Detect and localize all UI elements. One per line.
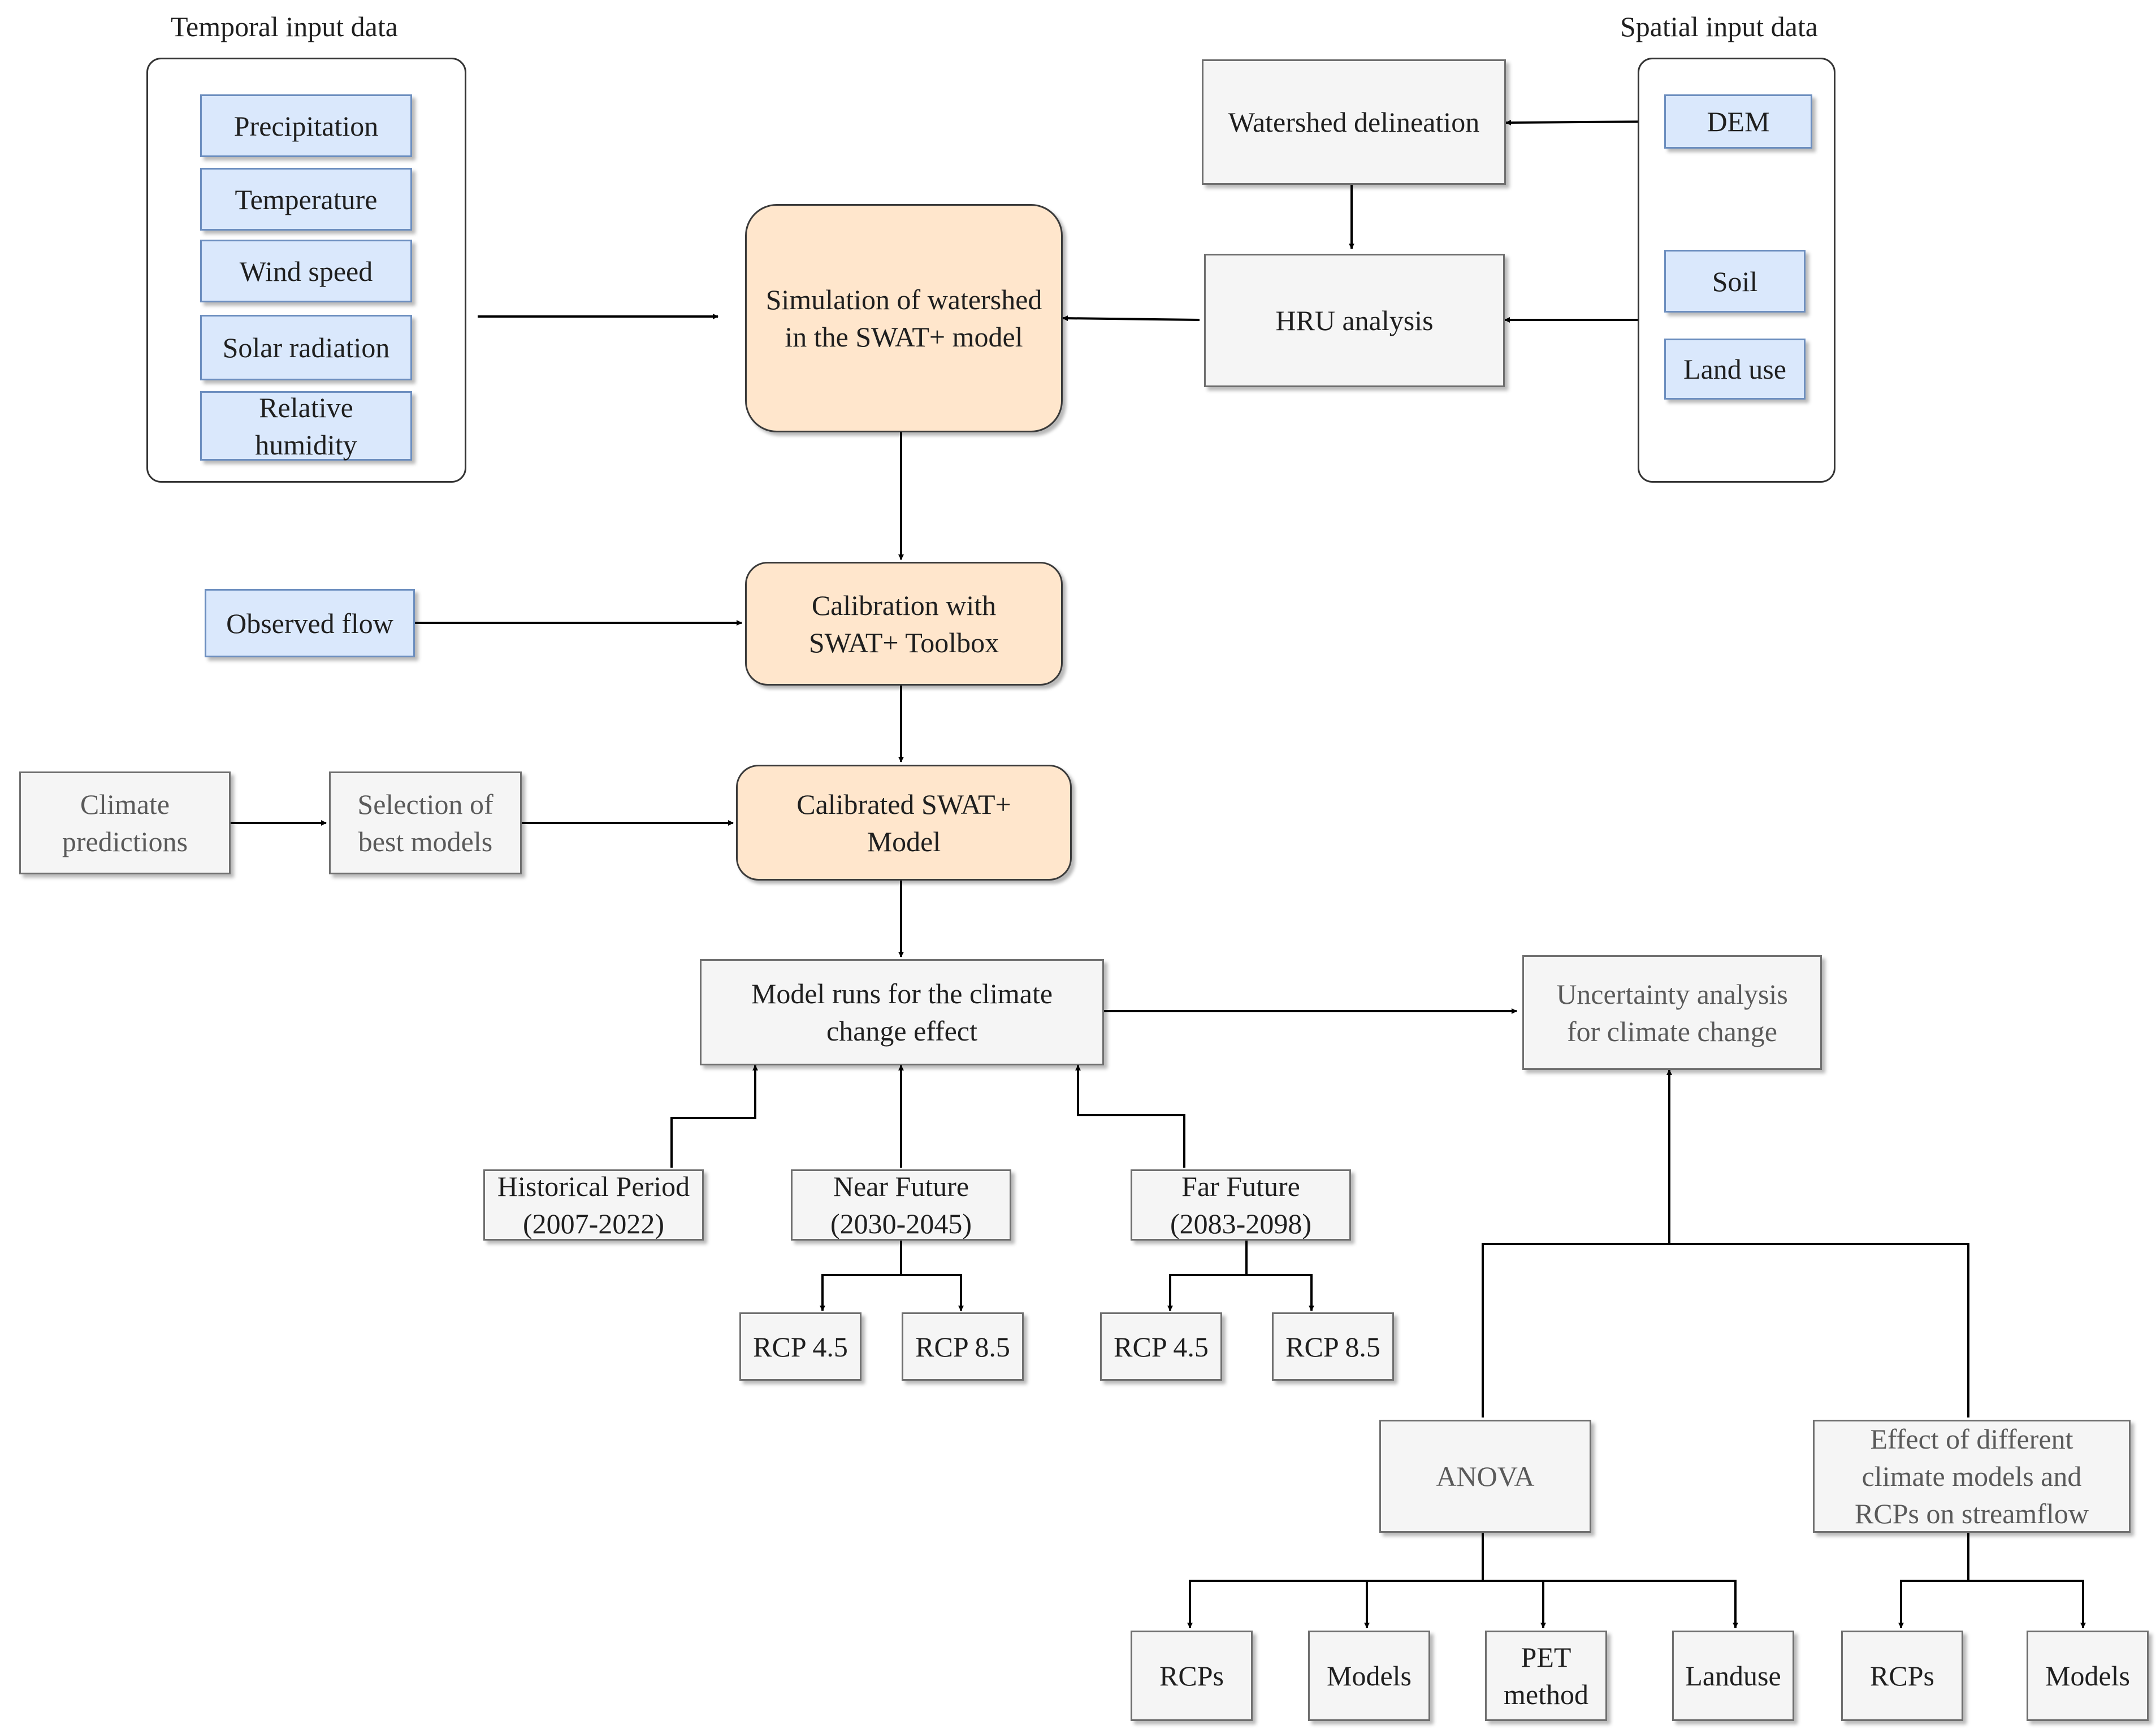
input-solar-radiation: Solar radiation (200, 315, 412, 380)
arrow-near-to-rcp45 (820, 1238, 902, 1311)
observed-flow-box: Observed flow (205, 589, 415, 657)
input-dem: DEM (1664, 94, 1812, 149)
climate-predictions-box: Climate predictions (19, 771, 231, 874)
simulation-box: Simulation of watershed in the SWAT+ mod… (745, 204, 1063, 432)
anova-landuse-box: Landuse (1672, 1631, 1794, 1721)
arrow-near-to-rcp85 (901, 1274, 964, 1311)
anova-box: ANOVA (1379, 1420, 1591, 1533)
far-rcp45-box: RCP 4.5 (1100, 1312, 1222, 1381)
arrow-historical-to-modelruns (670, 1065, 758, 1168)
arrow-anova-to-rcps (1187, 1533, 1484, 1628)
arrow-far-to-rcp45 (1167, 1238, 1248, 1311)
temporal-panel-title: Temporal input data (171, 11, 398, 42)
arrow-anova-to-landuse (1483, 1580, 1738, 1628)
effect-rcps-box: RCPs (1841, 1631, 1963, 1721)
arrow-far-to-rcp85 (1246, 1274, 1314, 1311)
effect-models-box: Models (2027, 1631, 2149, 1721)
hru-analysis-box: HRU analysis (1204, 254, 1505, 387)
near-rcp45-box: RCP 4.5 (739, 1312, 861, 1381)
input-relative-humidity: Relative humidity (200, 391, 412, 461)
far-future-box: Far Future (2083-2098) (1131, 1169, 1351, 1241)
arrow-far-to-modelruns (1075, 1065, 1185, 1168)
near-future-box: Near Future (2030-2045) (791, 1169, 1011, 1241)
model-runs-box: Model runs for the climate change effect (700, 959, 1104, 1065)
arrow-hru-to-simulation (1062, 315, 1200, 322)
historical-period-box: Historical Period (2007-2022) (483, 1169, 704, 1241)
input-precipitation: Precipitation (200, 94, 412, 157)
anova-rcps-box: RCPs (1131, 1631, 1253, 1721)
input-temperature: Temperature (200, 168, 412, 231)
anova-models-box: Models (1308, 1631, 1430, 1721)
arrow-effect-to-models (1968, 1580, 2086, 1628)
calibrated-model-box: Calibrated SWAT+ Model (736, 765, 1072, 881)
best-models-selection-box: Selection of best models (329, 771, 522, 874)
calibration-box: Calibration with SWAT+ Toolbox (745, 562, 1063, 686)
input-land-use: Land use (1664, 339, 1806, 400)
far-rcp85-box: RCP 8.5 (1272, 1312, 1394, 1381)
input-soil: Soil (1664, 250, 1806, 313)
uncertainty-analysis-box: Uncertainty analysis for climate change (1522, 955, 1822, 1070)
near-rcp85-box: RCP 8.5 (902, 1312, 1024, 1381)
input-wind-speed: Wind speed (200, 240, 412, 302)
anova-pet-method-box: PET method (1485, 1631, 1607, 1721)
watershed-delineation-box: Watershed delineation (1202, 59, 1506, 185)
spatial-panel-title: Spatial input data (1620, 11, 1818, 42)
arrow-effect-to-rcps (1898, 1533, 1969, 1628)
connector-anova-up (1482, 1243, 1969, 1417)
arrow-dem-to-watershed (1505, 119, 1658, 125)
effect-box: Effect of different climate models and R… (1813, 1420, 2131, 1533)
